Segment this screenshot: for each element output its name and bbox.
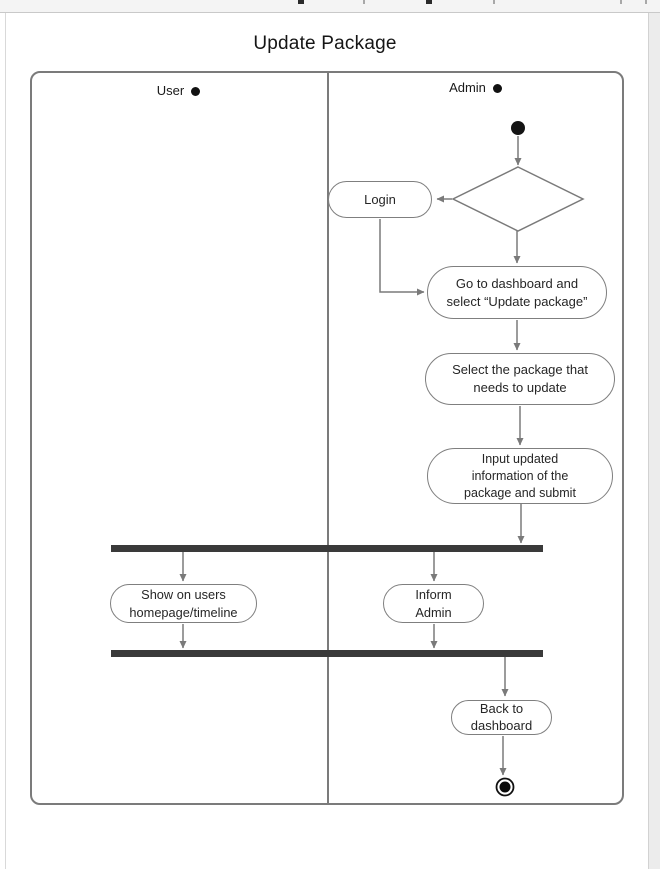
ruler-tick: [645, 0, 647, 4]
ruler-tick: [363, 0, 365, 4]
lane-header-admin: Admin: [327, 80, 624, 95]
lane-dot-icon: [191, 87, 201, 96]
lane-header-user: User: [30, 83, 327, 98]
ruler-mark: [298, 0, 304, 4]
swimlane-frame: [30, 71, 624, 805]
page-title: Update Package: [253, 33, 397, 54]
ruler-mark: [426, 0, 432, 4]
lane-admin-label: Admin: [449, 80, 486, 95]
node-select-package: Select the package that needs to update: [425, 353, 615, 405]
node-back-dashboard: Back to dashboard: [451, 700, 552, 735]
ruler-strip: [0, 0, 660, 13]
node-input-updated: Input updated information of the package…: [427, 448, 613, 504]
node-goto-dashboard: Go to dashboard and select “Update packa…: [427, 266, 607, 319]
lane-divider: [327, 73, 329, 803]
ruler-tick: [620, 0, 622, 4]
node-login: Login: [328, 181, 432, 218]
node-inform-admin: Inform Admin: [383, 584, 484, 623]
node-show-users: Show on users homepage/timeline: [110, 584, 257, 623]
page-left-edge: [5, 13, 6, 869]
lane-dot-icon: [492, 84, 502, 93]
ruler-tick: [493, 0, 495, 4]
page-right-gutter: [648, 13, 660, 869]
lane-user-label: User: [156, 83, 185, 98]
